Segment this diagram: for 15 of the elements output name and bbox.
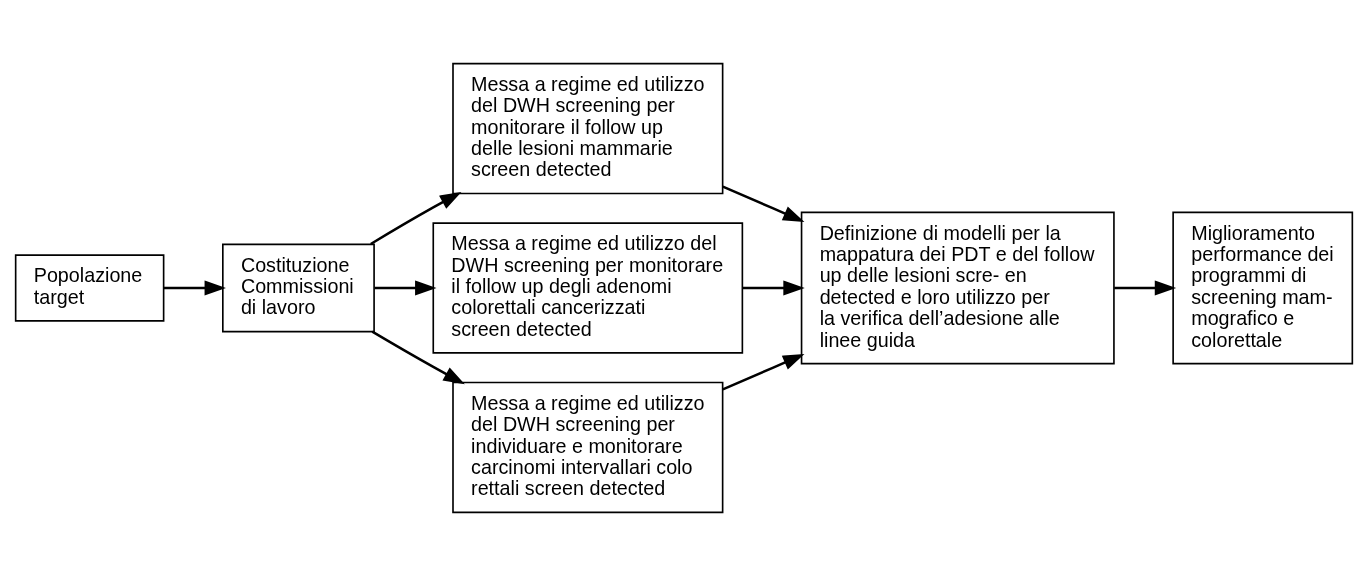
- arrow: [370, 191, 462, 246]
- arrow: [374, 280, 437, 296]
- arrow: [371, 330, 465, 385]
- node-box: Messa a regime ed utilizzo del DWH screening per monitorare il follow up delle lesioni mammarie screen detected: [452, 62, 724, 195]
- node-box: Messa a regime ed utilizzo del DWH screening per monitorare il follow up degli adenomi colorettali cancerizzati screen detected: [432, 222, 744, 354]
- node-box: Costituzione Commissioni di lavoro: [222, 243, 375, 333]
- node-box: Definizione di modelli per la mappatura dei PDT e del follow up delle lesioni scre- en detected e loro utilizzo per la verifica dell’adesione alle linee guida: [800, 211, 1115, 365]
- arrow: [163, 280, 226, 296]
- node-box: Popolazione target: [14, 254, 165, 322]
- arrow: [742, 280, 805, 296]
- node-box: Miglioramento performance dei programmi di screening mam- mografico e colorettale: [1172, 211, 1354, 365]
- node-box: Messa a regime ed utilizzo del DWH screening per individuare e monitorare carcinomi intervallari colo rettali screen detected: [452, 381, 724, 514]
- arrow: [722, 353, 805, 391]
- arrow: [1114, 280, 1177, 296]
- arrow: [722, 185, 805, 223]
